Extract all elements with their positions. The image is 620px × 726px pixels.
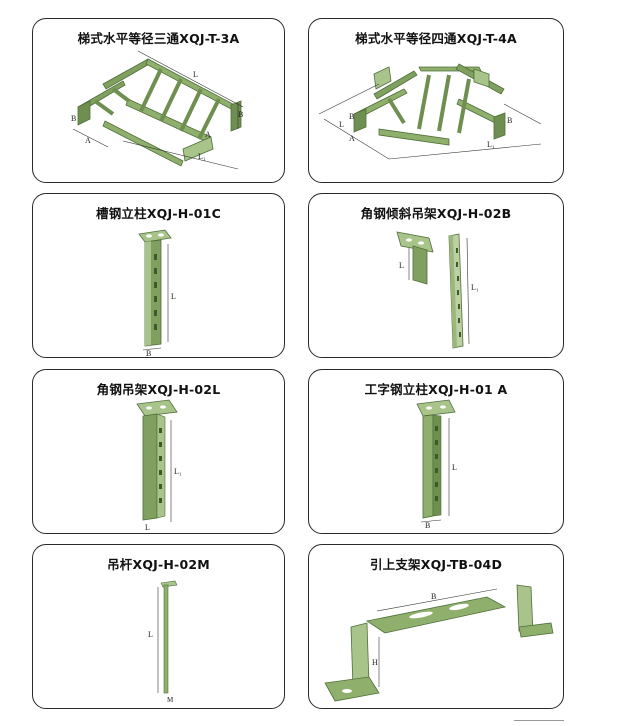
dim-label-b-left: B bbox=[71, 114, 76, 123]
dim-label-l: L bbox=[452, 463, 457, 472]
dim-label-b-right: B bbox=[507, 116, 512, 125]
angle-hanger-illustration: L₁ L bbox=[136, 399, 182, 532]
product-title: 工字钢立柱XQJ-H-01 A bbox=[364, 382, 508, 397]
dim-label-b: B bbox=[238, 110, 243, 119]
dim-label-b: B bbox=[425, 521, 430, 530]
product-card-channel-column: 槽钢立柱XQJ-H-01C L B bbox=[32, 193, 285, 358]
product-title: 引上支架XQJ-TB-04D bbox=[369, 557, 503, 572]
dim-label-l1: L₁ bbox=[198, 152, 206, 161]
footer-divider bbox=[514, 720, 564, 721]
product-title: 槽钢立柱XQJ-H-01C bbox=[96, 206, 221, 221]
product-title: 角钢吊架XQJ-H-02L bbox=[96, 382, 221, 397]
dim-label-m: M bbox=[167, 696, 174, 704]
dim-label-l: L bbox=[193, 70, 198, 79]
product-card-lead-up-bracket: 引上支架XQJ-TB-04D B H bbox=[308, 544, 564, 709]
dim-label-a: A bbox=[349, 134, 355, 143]
dim-label-l: L bbox=[339, 120, 344, 129]
dim-label-l: L bbox=[399, 261, 404, 270]
dim-label-l: L bbox=[148, 630, 153, 639]
angle-inclined-hanger-illustration: L L₁ bbox=[396, 231, 479, 349]
dim-label-l1: L₁ bbox=[174, 467, 182, 476]
lead-up-bracket-illustration: B H bbox=[324, 584, 554, 702]
dim-label-b: B bbox=[146, 349, 151, 358]
cross-ladder-tray-illustration: L A B B L₁ bbox=[318, 63, 542, 160]
hanger-rod-illustration: L M bbox=[148, 580, 178, 704]
dim-label-b: B bbox=[349, 112, 354, 121]
channel-column-illustration: L B bbox=[138, 229, 176, 358]
dim-label-a-right: A bbox=[205, 130, 211, 139]
ibeam-column-illustration: L B bbox=[416, 399, 457, 530]
product-card-ibeam-column: 工字钢立柱XQJ-H-01 A L B bbox=[308, 369, 564, 534]
product-card-angle-hanger: 角钢吊架XQJ-H-02L L₁ L bbox=[32, 369, 285, 534]
product-title: 梯式水平等径三通XQJ-T-3A bbox=[77, 31, 240, 46]
dim-label-h: H bbox=[372, 658, 378, 667]
dim-label-l: L bbox=[171, 292, 176, 301]
product-title: 角钢倾斜吊架XQJ-H-02B bbox=[360, 206, 512, 221]
product-card-cross: 梯式水平等径四通XQJ-T-4A L A B B L₁ bbox=[308, 18, 564, 183]
dim-label-l: L bbox=[145, 523, 150, 532]
tee-ladder-tray-illustration: L B B A A L₁ bbox=[71, 50, 243, 170]
product-title: 吊杆XQJ-H-02M bbox=[107, 557, 210, 572]
dim-label-l1: L₁ bbox=[471, 283, 479, 292]
dim-label-a: A bbox=[85, 136, 91, 145]
dim-label-l1: L₁ bbox=[487, 140, 495, 149]
product-card-hanger-rod: 吊杆XQJ-H-02M L M bbox=[32, 544, 285, 709]
dim-label-b: B bbox=[431, 592, 436, 601]
product-title: 梯式水平等径四通XQJ-T-4A bbox=[355, 31, 517, 46]
product-card-angle-inclined-hanger: 角钢倾斜吊架XQJ-H-02B L L₁ bbox=[308, 193, 564, 358]
product-card-tee: 梯式水平等径三通XQJ-T-3A L B B A A L₁ bbox=[32, 18, 285, 183]
